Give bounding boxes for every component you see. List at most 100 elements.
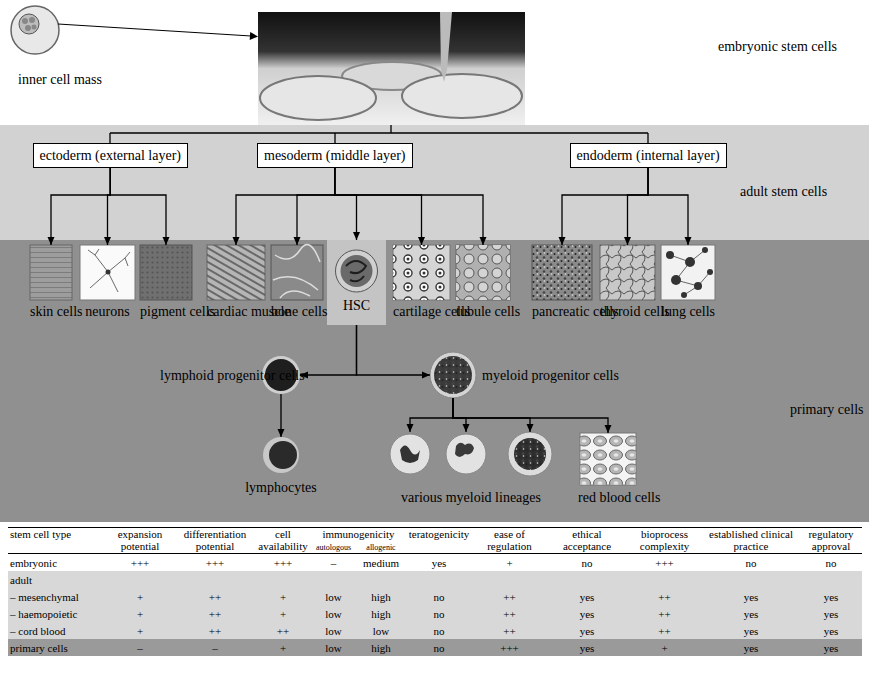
lung-cells-image (681, 292, 687, 298)
table-text: yes (824, 625, 839, 637)
table-cell: primary cells (8, 639, 105, 656)
table-text: yes (824, 591, 839, 603)
table-cell: yes (702, 605, 800, 622)
table-text: established clinical practice (709, 528, 793, 552)
pigment-cells-image (140, 245, 192, 300)
lineage-tree-lines (110, 125, 648, 143)
table-text: ++ (209, 608, 221, 620)
table-cell: differentiation potential (175, 528, 255, 554)
table-text: immunogenicity (322, 528, 394, 540)
table-cell: ++ (627, 622, 702, 639)
lung-cells-image (707, 269, 713, 275)
arrow-head (294, 237, 301, 245)
progenitor-cell: myeloid progenitor cells (430, 352, 580, 398)
hsc-image (336, 250, 378, 292)
node-label: mesoderm (middle layer) (264, 147, 406, 165)
label-holder: inner cell mass (18, 70, 102, 88)
node-label: myeloid progenitor cells (482, 368, 578, 383)
table-cell (105, 571, 862, 588)
node-label: tubule cells (456, 304, 520, 319)
table-text: yes (744, 608, 759, 620)
table-cell: cell availability (255, 528, 311, 554)
culture-dish-photo (402, 74, 522, 118)
culture-dish-photo (258, 12, 525, 125)
node-label: HSC (343, 298, 370, 313)
inner-cell-mass-icon (29, 17, 35, 23)
table-cell: regulatory approval (800, 528, 862, 554)
connector-line (453, 398, 608, 433)
lymphoid-progenitor-image (262, 356, 300, 394)
table-cell: + (255, 605, 311, 622)
table-cell: ++ (175, 622, 255, 639)
table-text: regulatory approval (808, 528, 853, 552)
table-cell: ++ (472, 588, 547, 605)
myeloid-progenitor-image (430, 352, 476, 398)
pigment-cells-image (140, 245, 192, 300)
table-cell: – mesenchymal (8, 588, 105, 605)
lung-cells-image (670, 250, 710, 295)
table-row: embryonic+++++++++–mediumyes+no+++nono (8, 554, 862, 572)
connector-line (51, 168, 110, 245)
culture-dish-photo (260, 76, 376, 120)
myeloid-lineage-images (390, 434, 430, 474)
inner-cell-mass-icon (32, 25, 37, 30)
table-text: high (371, 591, 391, 603)
cartilage-cells-image (393, 245, 450, 300)
table-text: yes (580, 608, 595, 620)
comparison-table-area: stem cell typeexpansion potentialdiffere… (8, 527, 862, 656)
table-text: + (137, 591, 143, 603)
cell-type-tile: tubule cells (456, 245, 510, 320)
cartilage-cells-image (393, 245, 450, 300)
arrow-head (624, 237, 631, 245)
node-label: neurons (85, 304, 129, 319)
skin-cells-image (30, 245, 72, 300)
lung-cells-image (661, 245, 715, 300)
table-cell: low (356, 622, 406, 639)
lymphoid-progenitor-image (262, 356, 300, 394)
table-text: yes (580, 642, 595, 654)
table-text: cell availability (258, 528, 307, 552)
connector (233, 168, 335, 245)
node-label: various myeloid lineages (401, 490, 541, 505)
germ-layer-box: mesoderm (middle layer) (257, 143, 413, 168)
connector-line (236, 168, 335, 245)
neuron-image (88, 249, 130, 292)
arrow-head (418, 237, 425, 245)
node-label: bone cells (271, 304, 327, 319)
table-text: ethical acceptance (563, 528, 611, 552)
hsc-panel-fill (327, 240, 386, 325)
connector (559, 168, 649, 245)
hsc-image (336, 250, 378, 292)
lung-cells-image (694, 282, 702, 290)
primary-band-fill (0, 240, 869, 522)
table-cell: + (105, 605, 175, 622)
table-text: ++ (658, 591, 670, 603)
table-cell: + (105, 622, 175, 639)
table-cell: – (105, 639, 175, 656)
table-cell: high (356, 588, 406, 605)
label-holder: embryonic stem cells (718, 37, 837, 55)
cell-type-tile: lung cells (661, 245, 715, 320)
lymphoid-progenitor-image (265, 359, 297, 391)
skin-cells-image (30, 245, 72, 300)
tubule-cells-image (456, 245, 510, 300)
caption-label: embryonic stem cells (718, 39, 837, 54)
table-text: bioprocess complexity (640, 528, 690, 552)
pigment-cells-image (140, 245, 192, 300)
lymphocyte-image (269, 441, 297, 469)
red-blood-cells-image (580, 433, 636, 485)
table-text: stem cell type (10, 528, 71, 540)
arrow-head (300, 372, 308, 379)
cell-type-tile: skin cells (30, 245, 72, 320)
stage-band: primary cellsskin cellsneuronspigment ce… (0, 240, 869, 522)
table-cell: yes (800, 622, 862, 639)
table-cell: yes (547, 605, 627, 622)
table-text: yes (744, 625, 759, 637)
table-cell: + (627, 639, 702, 656)
connector-line (562, 168, 648, 245)
lung-cells-image (671, 275, 681, 285)
table-row: – cord blood+++++lowlowno++yes++yesyes (8, 622, 862, 639)
table-cell: yes (547, 588, 627, 605)
arrow-head (104, 237, 111, 245)
